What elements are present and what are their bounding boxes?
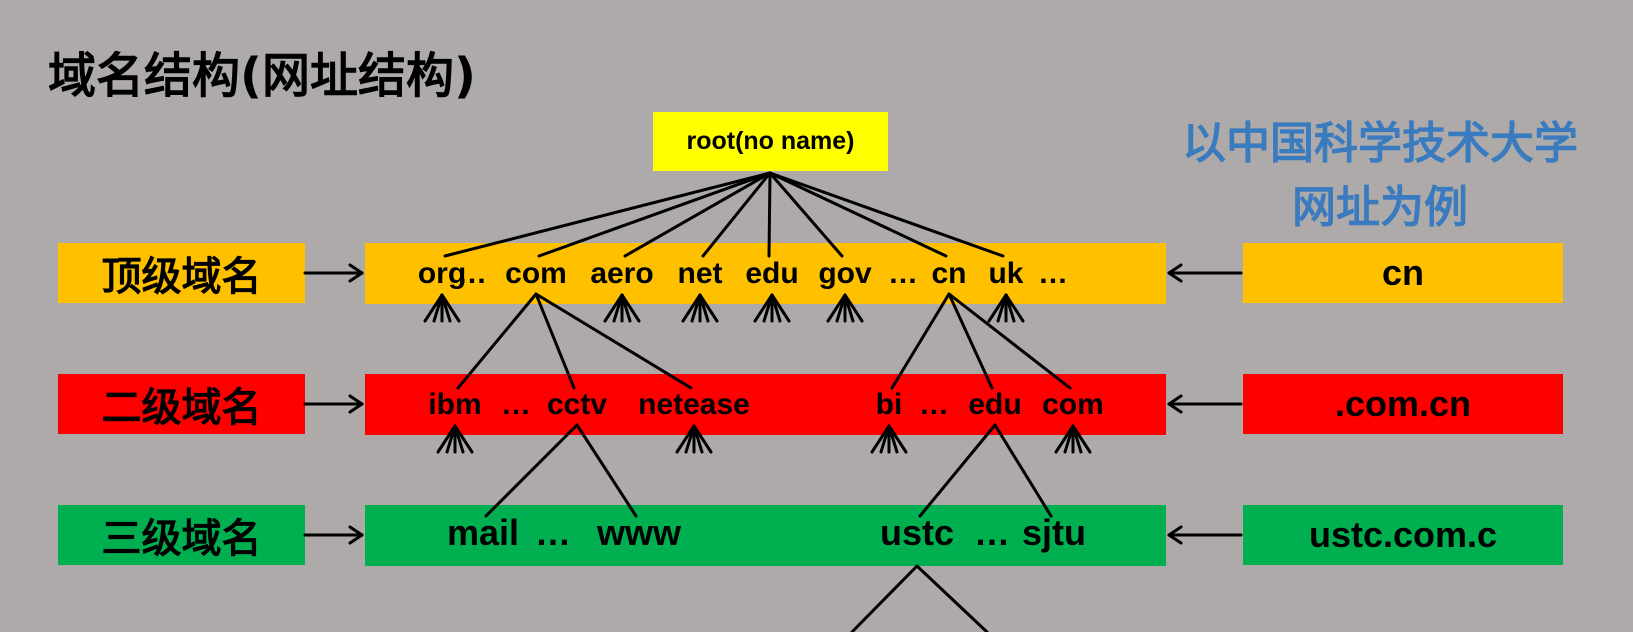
node-edu_t: edu [745,257,798,290]
edge-root-edu_t [767,171,772,258]
fanout-gov-4 [843,293,864,323]
fanout-netease-4 [692,424,713,454]
arrow-example-top-head-b [1167,271,1183,283]
edge-root-aero [623,171,772,258]
example-third-level: ustc.com.c [1243,505,1563,565]
edge-com-netease [534,292,693,390]
edge-root-com [537,171,772,258]
level-label-third: 三级域名 [58,505,305,565]
arrow-label-top-head-b [348,271,364,283]
node-top_e2: … [888,257,918,290]
edge-root-gov [768,171,844,258]
node-sjtu: sjtu [1022,512,1086,553]
node-com_s: com [1042,388,1104,421]
edge-edu_s-ustc [918,423,997,518]
example-note-line-1: 以中国科学技术大学 [1182,118,1578,169]
node-bi: bi [876,388,903,421]
edge-cctv-www [575,423,638,518]
edge-com-cctv [534,292,576,390]
node-ibm: ibm [428,388,481,421]
top-level-band [365,243,1166,304]
node-aero: aero [590,257,653,290]
continuation-ustc-right [915,564,989,632]
node-ustc: ustc [880,512,954,553]
continuation-ustc-left [850,564,919,632]
fanout-ibm-4 [453,424,474,454]
fanout-uk-4 [1004,293,1025,323]
node-com: com [505,257,567,290]
fanout-org-4 [440,293,461,323]
node-cn: cn [931,257,966,290]
fanout-net-4 [698,293,719,323]
edge-root-net [701,171,772,258]
node-thr_e2: … [974,512,1010,553]
node-org: org [418,257,466,290]
node-cctv: cctv [547,388,607,421]
edge-cn-com_s [947,292,1072,390]
arrow-example-third-head-a [1167,525,1183,537]
example-top-level: cn [1243,243,1563,303]
example-note: 以中国科学技术大学 网址为例 [1160,112,1600,240]
page-title: 域名结构(网址结构) [48,48,476,104]
edge-root-cn [768,171,948,258]
arrow-label-third-head-a [348,525,364,537]
example-second-level: .com.cn [1243,374,1563,434]
edge-root-org [443,171,772,258]
level-label-top: 顶级域名 [58,243,305,303]
fanout-edu_t-4 [770,293,791,323]
arrow-example-third-head-b [1167,533,1183,545]
node-mail: mail [447,512,519,553]
fanout-com_s-4 [1071,424,1092,454]
edge-cctv-mail [484,423,579,518]
third-level-band [365,505,1166,566]
node-net: net [678,257,723,290]
root-node-label: root(no name) [686,127,855,155]
arrow-label-top-head-a [348,263,364,275]
edge-root-uk [768,171,1005,258]
arrow-label-second-head-b [348,402,364,414]
arrow-label-second-head-a [348,394,364,406]
edge-cn-edu_s [947,292,994,390]
node-gov: gov [818,257,872,290]
node-uk: uk [988,257,1023,290]
node-sec_e1: … [501,388,531,421]
example-note-line-2: 网址为例 [1292,182,1468,233]
fanout-aero-4 [620,293,641,323]
edge-cn-bi [890,292,951,390]
edge-com-ibm [456,292,538,390]
arrow-label-third-head-b [348,533,364,545]
fanout-bi-4 [887,424,908,454]
node-edu_s: edu [968,388,1021,421]
arrow-example-second-head-b [1167,402,1183,414]
second-level-band [365,374,1166,435]
level-label-second: 二级域名 [58,374,305,434]
root-node: root(no name) [653,112,888,171]
edge-edu_s-sjtu [993,423,1053,518]
node-www: www [596,512,682,553]
node-top_e1: … [457,257,487,290]
node-thr_e1: … [535,512,571,553]
node-top_e3: … [1038,257,1068,290]
arrow-example-second-head-a [1167,394,1183,406]
node-netease: netease [638,388,750,421]
node-sec_e2: … [919,388,949,421]
arrow-example-top-head-a [1167,263,1183,275]
